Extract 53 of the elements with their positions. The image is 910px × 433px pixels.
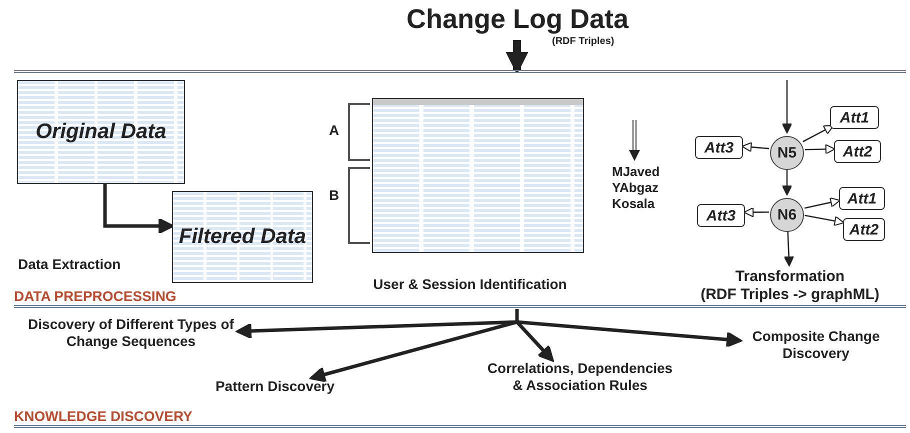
attribute-box (834, 140, 881, 163)
label-text: Kosala (612, 196, 655, 211)
section-title: DATA PREPROCESSING (14, 288, 176, 304)
section-band (14, 70, 906, 308)
attribute-label: Att1 (838, 109, 870, 126)
attribute-box (839, 187, 885, 210)
thick-arrow (506, 40, 528, 74)
picture-caption: Filtered Data (178, 225, 308, 249)
attribute-label: Att3 (705, 207, 737, 224)
attribute-box (697, 204, 745, 227)
graph-node-circle (770, 136, 804, 170)
spreadsheet-picture (17, 80, 185, 184)
node-label: N5 (776, 144, 798, 162)
attribute-box (843, 218, 885, 241)
step-label: Transformation (734, 268, 846, 285)
arrow (804, 197, 840, 209)
topic-label: Discovery of Different Types of Change Sequences (27, 316, 235, 350)
arrow (804, 214, 844, 226)
table-picture (372, 98, 584, 253)
diagram-title: Change Log Data (405, 4, 630, 35)
label-text: Data Extraction (18, 256, 121, 272)
attribute-label: Att2 (842, 143, 874, 160)
label-text: A (329, 122, 340, 138)
arrow (804, 144, 836, 154)
graph-node-circle (770, 198, 804, 232)
spreadsheet-picture (172, 191, 313, 283)
arrow (742, 142, 770, 152)
topic-label: Composite Change Discovery (751, 328, 881, 362)
attribute-label: Att2 (848, 221, 880, 238)
attribute-label: Att3 (703, 139, 735, 156)
thick-arrow (516, 320, 554, 362)
thick-arrow (516, 320, 742, 348)
arrow (782, 80, 792, 134)
arrow (782, 168, 792, 196)
label-text: User & Session Identification (372, 276, 568, 292)
label-text: B (329, 187, 340, 203)
attribute-label: Att1 (846, 190, 878, 207)
attribute-box (830, 106, 879, 129)
arrow (802, 125, 834, 142)
arrow (784, 230, 794, 266)
edge-label: (RDF Triples) (552, 36, 614, 47)
thick-arrow (236, 320, 518, 339)
topic-label: Pattern Discovery (214, 378, 336, 395)
step-label: (RDF Triples -> graphML) (700, 286, 880, 303)
section-title: KNOWLEDGE DISCOVERY (14, 408, 192, 424)
label-text: MJaved (612, 164, 660, 179)
arrow (744, 207, 769, 218)
topic-label: Correlations, Dependencies & Association Rules (486, 360, 674, 394)
label-text: YAbgaz (612, 180, 658, 195)
picture-caption: Original Data (34, 120, 168, 144)
thick-arrow (309, 320, 518, 382)
node-label: N6 (776, 206, 798, 224)
attribute-box (695, 136, 743, 159)
